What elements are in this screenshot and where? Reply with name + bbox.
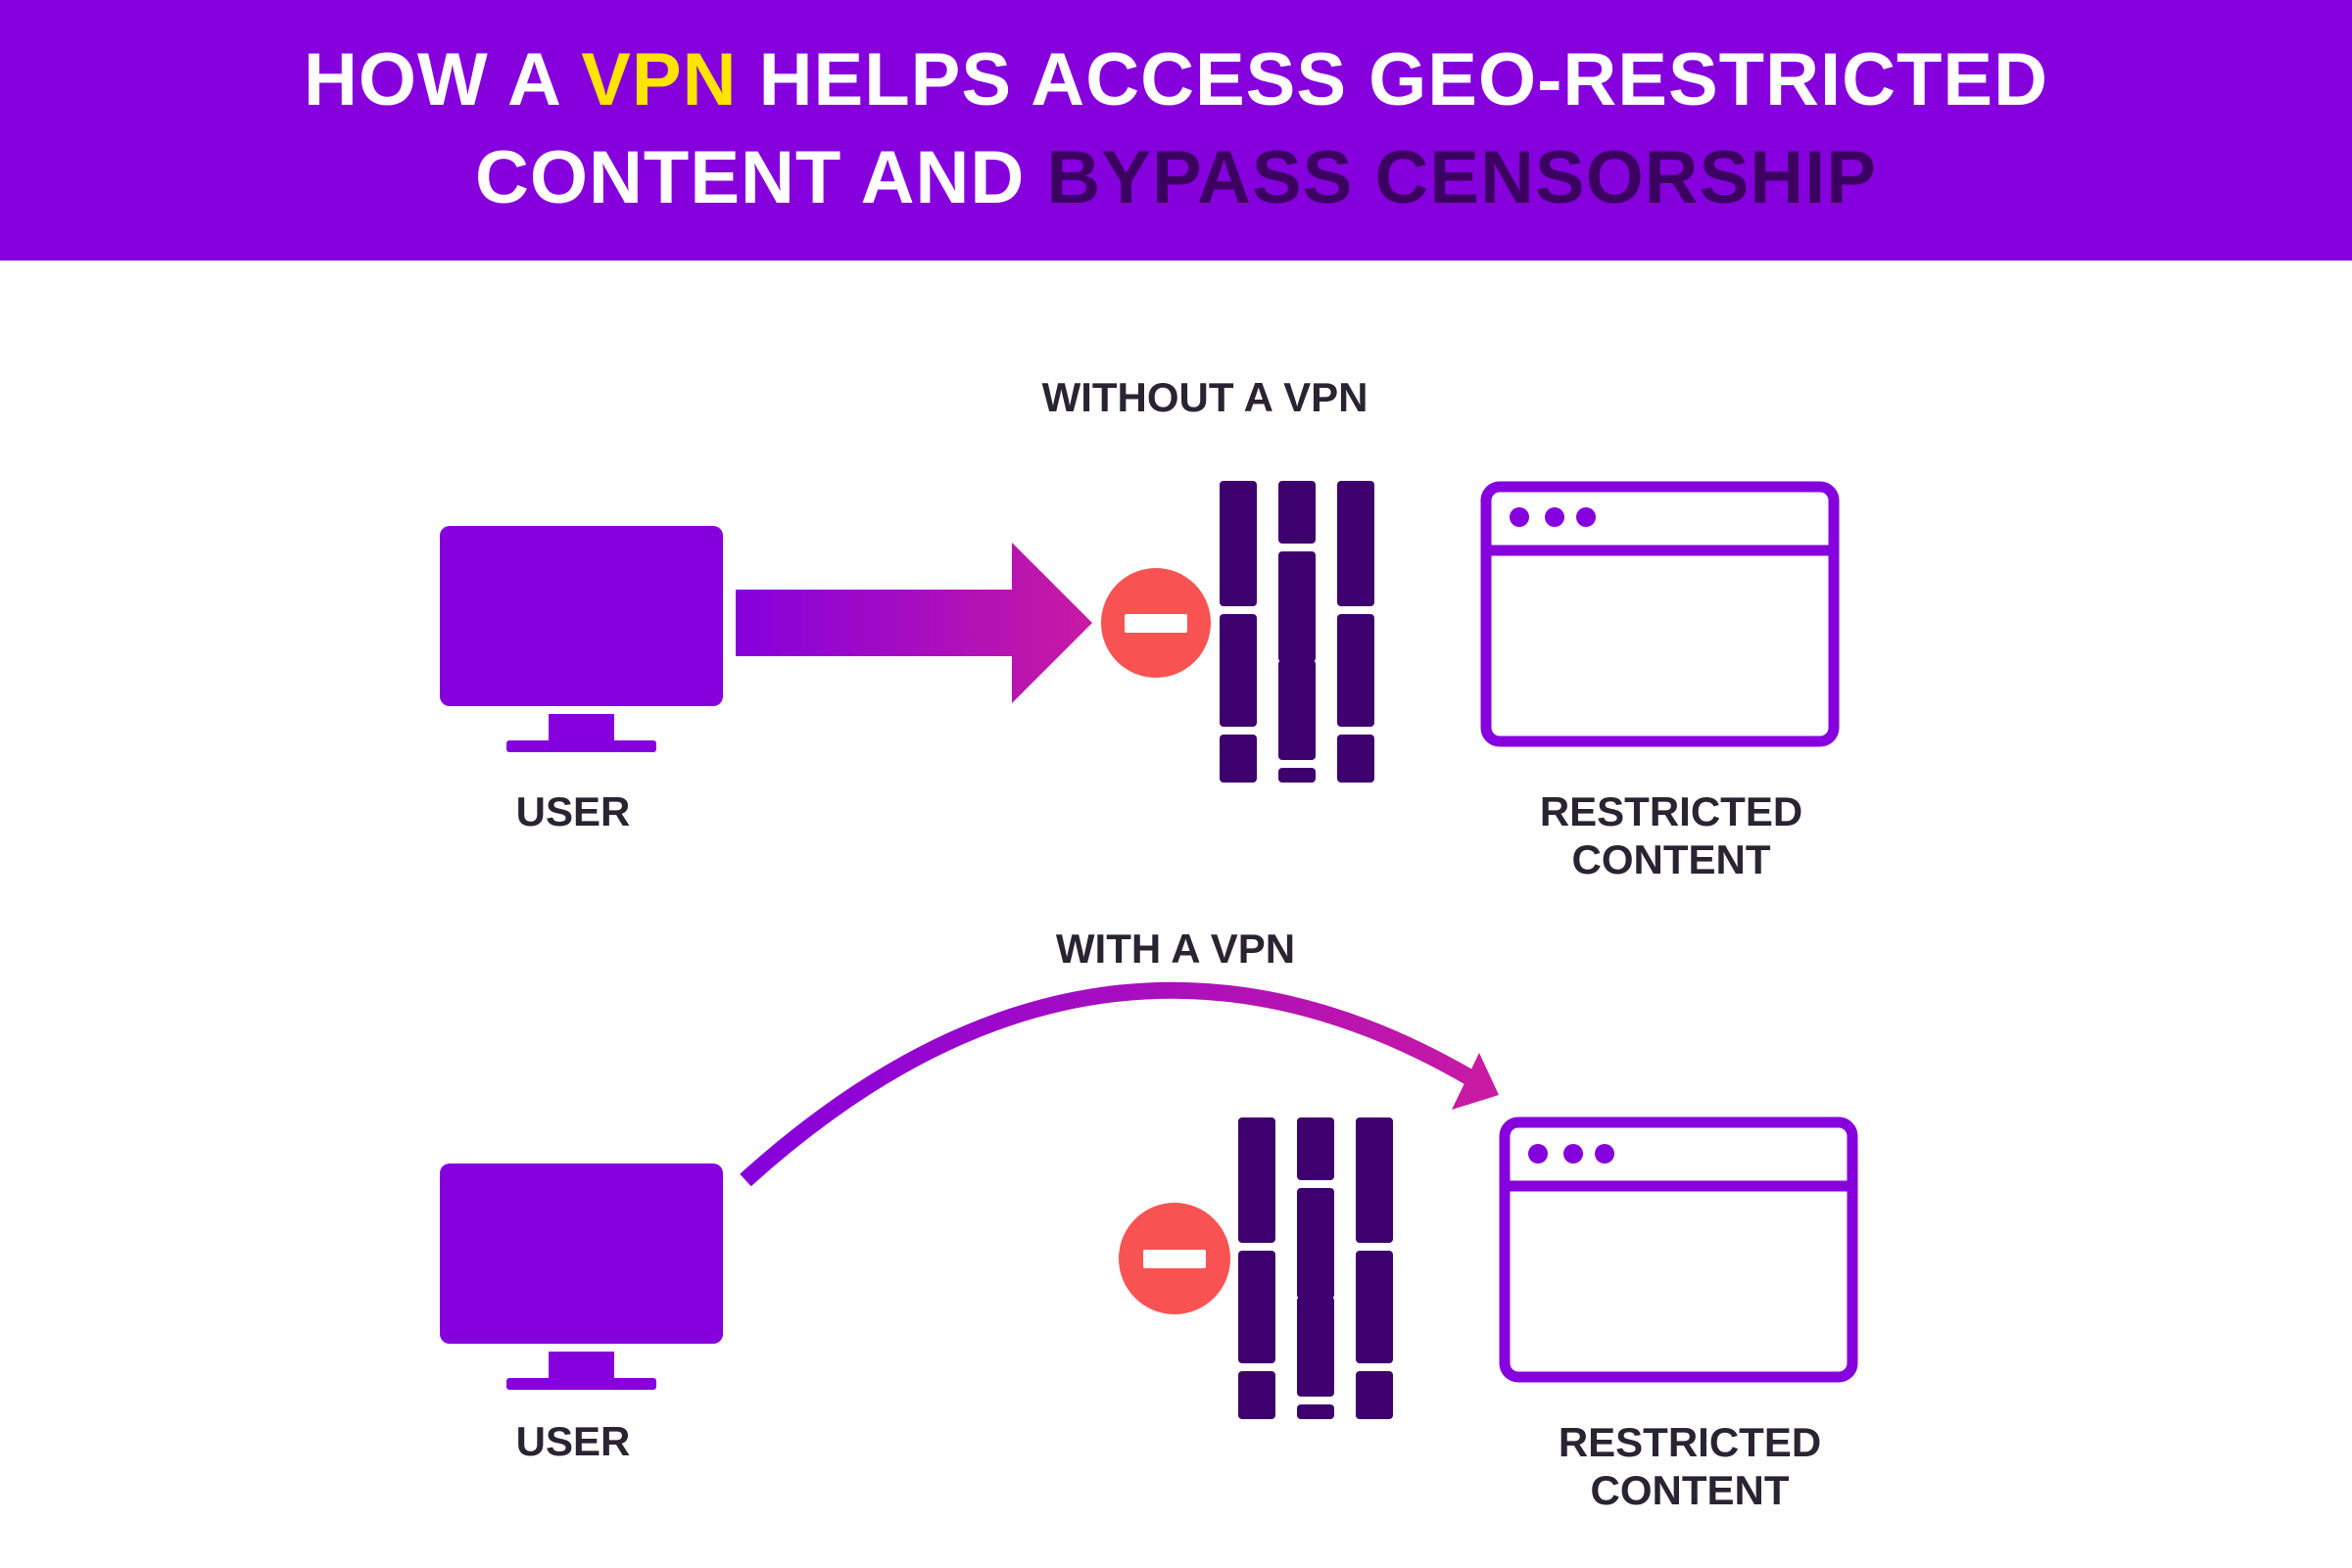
monitor-icon (440, 526, 723, 752)
restricted-content-label-line2: CONTENT (1572, 836, 1771, 882)
heading-without-vpn: WITHOUT A VPN (1042, 374, 1368, 420)
block-icon (1119, 1203, 1230, 1314)
restricted-content-label-line1: RESTRICTED (1559, 1419, 1821, 1465)
section-without-vpn: WITHOUT A VPN USER (440, 374, 1840, 882)
user-label: USER (516, 788, 631, 834)
curved-arrow-icon (740, 981, 1499, 1187)
title-highlight-bypass: BYPASS CENSORSHIP (1046, 136, 1877, 219)
restricted-content-label-line2: CONTENT (1591, 1467, 1790, 1513)
title-line-2: CONTENT AND BYPASS CENSORSHIP (0, 141, 2352, 215)
title-text: HELPS ACCESS GEO-RESTRICTED (737, 38, 2048, 121)
firewall-icon (1220, 481, 1374, 783)
arrow-icon (736, 543, 1092, 703)
title-text: CONTENT AND (475, 136, 1047, 219)
title-text: HOW A (304, 38, 582, 121)
block-icon (1101, 568, 1211, 678)
firewall-icon (1238, 1117, 1393, 1419)
heading-with-vpn: WITH A VPN (1056, 926, 1295, 972)
title-line-1: HOW A VPN HELPS ACCESS GEO-RESTRICTED (0, 43, 2352, 118)
title-highlight-vpn: VPN (581, 38, 738, 121)
user-label: USER (516, 1418, 631, 1464)
monitor-icon (440, 1164, 723, 1390)
restricted-content-label-line1: RESTRICTED (1540, 788, 1802, 834)
browser-window-icon (1499, 1117, 1858, 1383)
section-with-vpn: WITH A VPN USER (440, 926, 1858, 1513)
title-banner: HOW A VPN HELPS ACCESS GEO-RESTRICTED CO… (0, 0, 2352, 261)
browser-window-icon (1480, 481, 1840, 747)
